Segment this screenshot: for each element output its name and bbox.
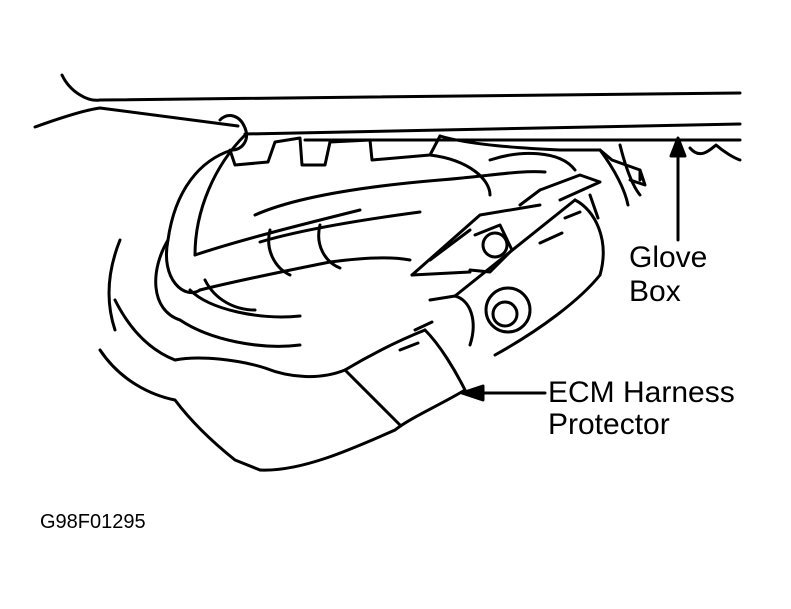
glove-box-arrowhead: [671, 138, 685, 156]
glove-box-label-line1: Glove: [629, 241, 708, 274]
ecm-label-line2: Protector: [548, 408, 670, 441]
harness-hoses: [156, 116, 575, 320]
glove-box-label-line2: Box: [629, 275, 681, 308]
glove-box-panel: [230, 136, 645, 205]
ecm-arrowhead: [462, 386, 483, 400]
callout-leaders: [462, 138, 685, 400]
dashboard-edges: [35, 75, 740, 160]
figure-id: G98F01295: [40, 511, 146, 533]
harness-bundle: [100, 240, 410, 470]
ecm-label-line1: ECM Harness: [548, 376, 735, 409]
ecm-protector: [345, 175, 603, 430]
